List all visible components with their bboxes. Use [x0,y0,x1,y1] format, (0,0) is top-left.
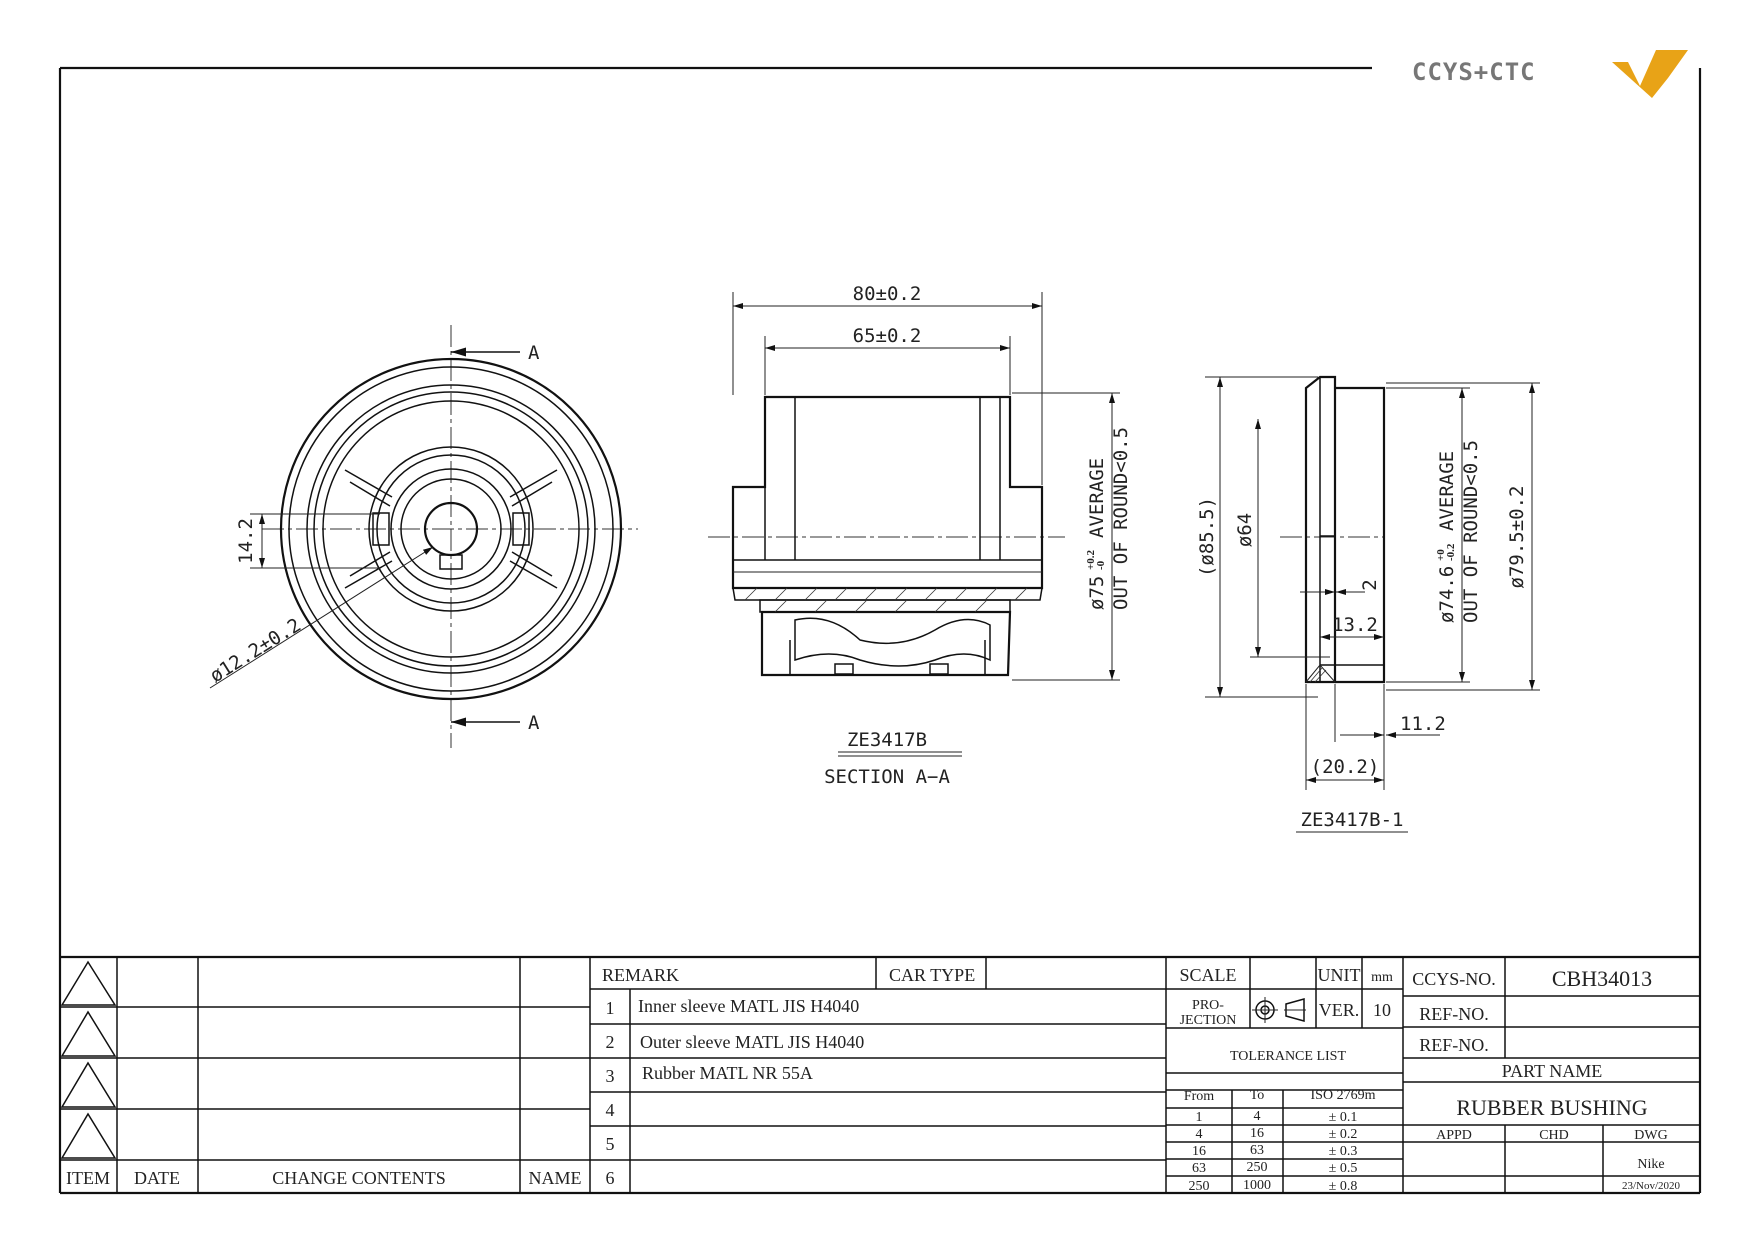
dwg-name: Nike [1637,1157,1664,1172]
remark-label: REMARK [602,965,679,985]
dim-diameter-85-5: (ø85.5) [1196,497,1218,577]
revision-triangles [60,960,117,1159]
tolerance-rows: 1 4 ± 0.1 4 16 ± 0.2 16 63 ± 0.3 63 250 … [1189,1109,1358,1194]
dim-11-2: 11.2 [1400,713,1446,735]
dim-2: 2 [1359,579,1381,590]
ref-no-label-1: REF-NO. [1419,1004,1489,1024]
ccys-no-label: CCYS-NO. [1412,969,1496,989]
header-name: NAME [529,1168,582,1188]
remark-text: Outer sleeve MATL JIS H4040 [640,1032,864,1052]
remark-no: 2 [606,1032,615,1052]
ver-value: 10 [1373,1000,1391,1020]
section-title: SECTION A−A [824,766,950,788]
dim-74-6-average: AVERAGE [1436,451,1458,531]
unit-label: UNIT [1318,965,1361,985]
logo-mark-icon [1612,50,1688,98]
part-name-value: RUBBER BUSHING [1456,1095,1647,1120]
header-change-contents: CHANGE CONTENTS [272,1168,446,1188]
remark-rows: 1 Inner sleeve MATL JIS H4040 2 Outer sl… [606,996,865,1188]
remark-no: 1 [606,998,615,1018]
dim-74-6-tol-upper: +0 [1435,549,1447,561]
ver-label: VER. [1319,1000,1360,1020]
dim-13-2: 13.2 [1332,614,1378,636]
header-date: DATE [134,1168,180,1188]
dim-20-2: (20.2) [1311,756,1380,778]
dwg-date: 23/Nov/2020 [1622,1180,1681,1192]
sheet-border [58,66,1702,1195]
dim-75-out-of-round: OUT OF ROUND<0.5 [1110,427,1132,610]
dim-75-tol-upper: +0.2 [1085,549,1097,570]
tol-header-to: To [1250,1088,1265,1103]
dim-diameter-79-5: ø79.5±0.2 [1506,486,1528,589]
tol-from: 4 [1196,1127,1203,1142]
tol-to: 63 [1250,1143,1264,1158]
dim-width-14-2: 14.2 [235,518,257,564]
tol-value: ± 0.8 [1329,1179,1358,1194]
tol-from: 63 [1192,1161,1206,1176]
tol-value: ± 0.3 [1329,1144,1358,1159]
projection-label-1: PRO- [1192,998,1224,1013]
dim-75-tol-lower: -0 [1095,560,1107,570]
side-part-label: ZE3417B-1 [1301,809,1404,831]
tol-value: ± 0.5 [1329,1161,1358,1176]
car-type-label: CAR TYPE [889,965,975,985]
section-mark-top: A [528,342,540,364]
dim-inner-65: 65±0.2 [853,325,922,347]
company-logo: CCYS+CTC [1412,46,1688,98]
tol-value: ± 0.1 [1329,1110,1358,1125]
dim-diameter-74-6: ø74.6 [1436,566,1458,623]
dim-74-6-out-of-round: OUT OF ROUND<0.5 [1460,440,1482,623]
front-view: A A 14.2 ø12.2±0.2 [206,325,638,748]
tol-from: 250 [1189,1179,1210,1194]
tol-from: 16 [1192,1144,1206,1159]
tol-value: ± 0.2 [1329,1127,1358,1142]
dim-overall-80: 80±0.2 [853,283,922,305]
tol-header-from: From [1184,1089,1214,1104]
remark-no: 5 [606,1134,615,1154]
remark-no: 6 [606,1168,615,1188]
tolerance-title: TOLERANCE LIST [1230,1049,1346,1064]
remark-text: Inner sleeve MATL JIS H4040 [638,996,859,1016]
tol-to: 16 [1250,1126,1264,1141]
tol-to: 250 [1247,1160,1268,1175]
section-view: 80±0.2 65±0.2 ø75 +0.2 -0 AVERAGE OUT OF… [708,283,1132,788]
ccys-no-value: CBH34013 [1552,966,1652,991]
remark-no: 3 [606,1066,615,1086]
title-block: ITEM DATE CHANGE CONTENTS NAME REMARK CA… [60,957,1700,1194]
projection-symbol-icon [1252,997,1306,1023]
appd-label: APPD [1436,1128,1472,1143]
side-view: (ø85.5) ø64 2 13.2 ø74.6 +0 -0.2 AVERAGE… [1196,375,1540,833]
dim-75-average: AVERAGE [1086,458,1108,538]
logo-text: CCYS+CTC [1412,58,1536,86]
tol-to: 1000 [1243,1178,1271,1193]
tol-from: 1 [1196,1110,1203,1125]
scale-label: SCALE [1179,965,1236,985]
unit-value: mm [1371,970,1393,985]
remark-no: 4 [606,1100,615,1120]
header-item: ITEM [66,1168,110,1188]
dim-74-6-tol-lower: -0.2 [1445,543,1457,561]
dim-diameter-64: ø64 [1234,513,1256,547]
dwg-label: DWG [1634,1128,1667,1143]
part-name-label: PART NAME [1502,1061,1602,1081]
remark-text: Rubber MATL NR 55A [642,1063,813,1083]
dim-diameter-75: ø75 [1086,576,1108,610]
tol-to: 4 [1254,1109,1261,1124]
ref-no-label-2: REF-NO. [1419,1035,1489,1055]
section-part-label: ZE3417B [847,729,927,751]
dim-diameter-12-2: ø12.2±0.2 [206,614,305,687]
chd-label: CHD [1539,1128,1569,1143]
tol-header-iso: ISO 2769m [1311,1088,1376,1103]
section-mark-bottom: A [528,712,540,734]
projection-label-2: JECTION [1180,1013,1237,1028]
